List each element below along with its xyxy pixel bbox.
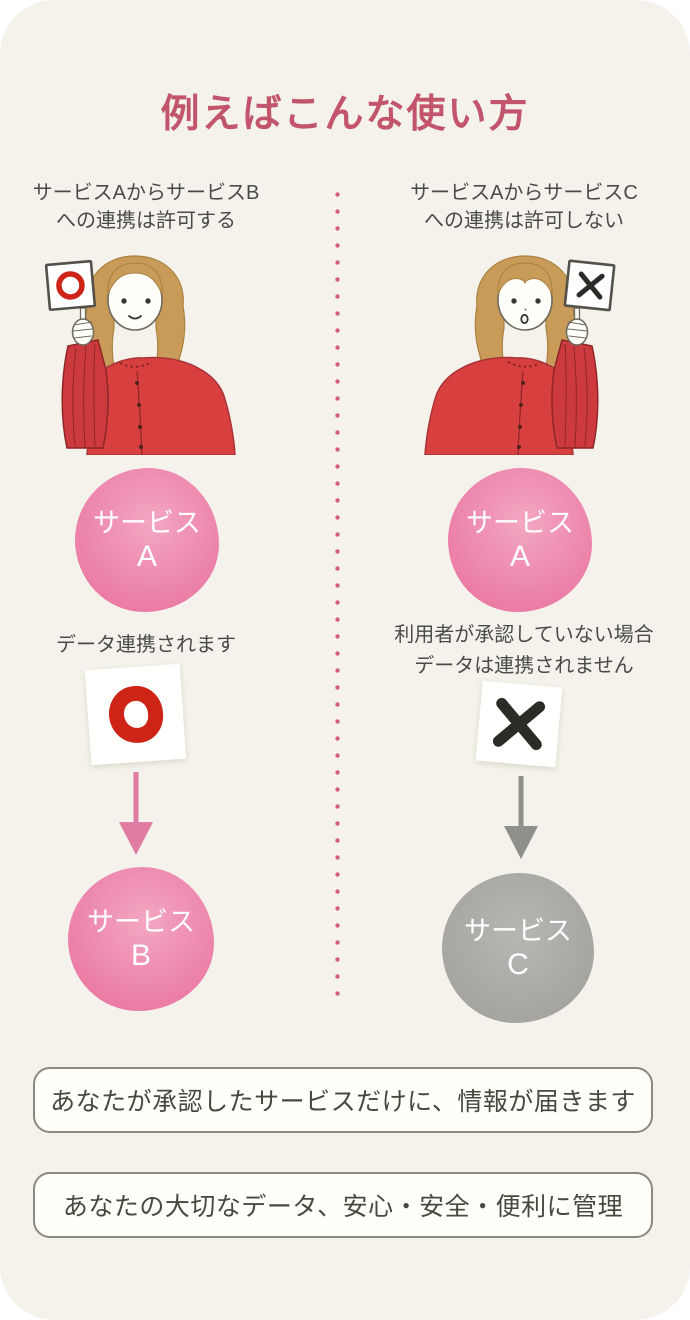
right-scenario-header-line1: サービスAからサービスC (410, 182, 638, 204)
left-result-caption: データ連携されます (56, 634, 236, 656)
service-a-right-label: サービス (466, 507, 574, 538)
service-a-circle-left: サービス A (75, 468, 219, 612)
service-a-left-letter: A (136, 540, 157, 574)
x-cross-mark-icon (492, 697, 546, 751)
service-a-left-label: サービス (93, 507, 201, 538)
x-sign-icon (563, 259, 616, 312)
left-scenario-header-line2: への連携は許可する (56, 210, 236, 232)
right-scenario-header-line2: への連携は許可しない (424, 210, 624, 232)
down-arrow-gray-icon (504, 776, 538, 859)
down-arrow-pink-icon (119, 772, 153, 855)
service-c-letter: C (507, 948, 529, 982)
service-c-label: サービス (464, 915, 572, 946)
service-b-circle: サービス B (68, 867, 214, 1011)
woman-holding-x-sign-illustration (424, 255, 616, 455)
right-scenario-header: サービスAからサービスC への連携は許可しない (358, 179, 690, 235)
o-circle-mark-icon (106, 684, 165, 745)
service-c-circle: サービス C (442, 873, 594, 1023)
o-sign-icon (44, 259, 97, 312)
service-a-circle-right: サービス A (448, 468, 592, 612)
page-title: 例えばこんな使い方 (160, 93, 530, 136)
left-scenario-header-line1: サービスAからサービスB (32, 182, 260, 204)
woman-holding-o-sign-illustration (44, 255, 236, 455)
right-result-caption: 利用者が承認していない場合 データは連携されません (358, 620, 690, 682)
left-scenario-header: サービスAからサービスB への連携は許可する (0, 179, 292, 235)
dotted-divider-line (335, 186, 340, 1008)
x-mark-card (475, 680, 563, 768)
note-box-data-management: あなたの大切なデータ、安心・安全・便利に管理 (33, 1172, 653, 1238)
right-result-caption-line2: データは連携されません (414, 655, 634, 677)
service-a-right-letter: A (509, 540, 530, 574)
right-result-caption-line1: 利用者が承認していない場合 (394, 624, 654, 646)
service-b-letter: B (130, 939, 151, 973)
note-box-approved-services: あなたが承認したサービスだけに、情報が届きます (33, 1067, 653, 1133)
o-mark-card (84, 663, 187, 766)
service-b-label: サービス (87, 906, 195, 937)
